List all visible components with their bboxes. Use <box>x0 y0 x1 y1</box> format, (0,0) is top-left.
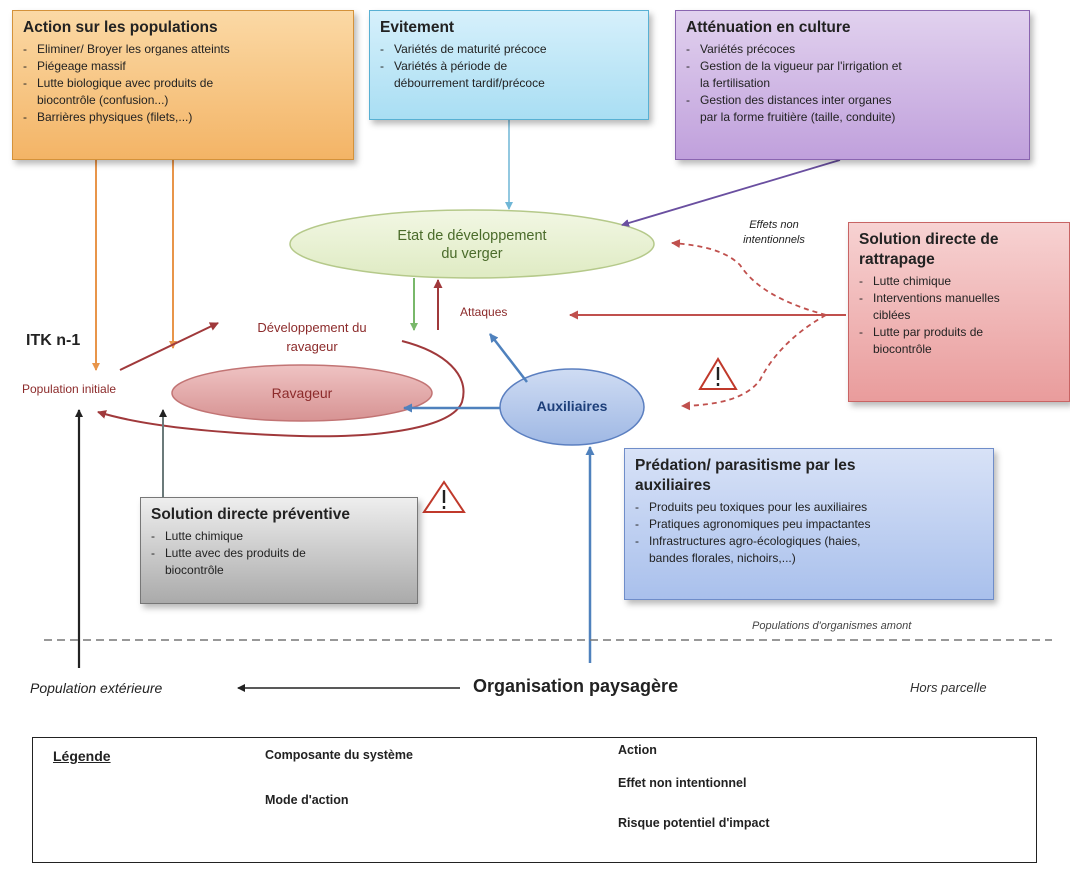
list-item: Lutte biologique avec produits de <box>23 75 343 92</box>
etat-verger-line: du verger <box>441 246 503 262</box>
legend-effet-label: Effet non intentionnel <box>618 776 747 790</box>
legend-composante-label: Composante du système <box>265 748 413 762</box>
box-title-line: auxiliaires <box>635 477 711 494</box>
ravageur-node <box>171 364 433 422</box>
box-attenuation: Atténuation en culture Variétés précoces… <box>675 10 1030 160</box>
list-item: Barrières physiques (filets,...) <box>23 109 343 126</box>
list-item: Variétés à période de <box>380 58 638 75</box>
attaques-label: Attaques <box>460 305 508 319</box>
box-title: Action sur les populations <box>23 19 218 36</box>
list-item: biocontrôle <box>165 563 224 577</box>
legend-mode-label: Mode d'action <box>265 793 349 807</box>
box-title-line: rattrapage <box>859 251 935 268</box>
developpement-label: Développement du ravageur <box>232 318 392 356</box>
organisation-paysagere-label: Organisation paysagère <box>473 676 679 696</box>
list-item: Piégeage massif <box>23 58 343 75</box>
effets-line: Effets non <box>749 219 799 231</box>
developpement-line: Développement du <box>257 320 367 335</box>
list-item: Lutte chimique <box>151 528 407 545</box>
box-title: Atténuation en culture <box>686 19 851 36</box>
list-item: par la forme fruitière (taille, conduite… <box>700 110 896 124</box>
populations-amont-label: Populations d'organismes amont <box>752 620 912 632</box>
legend: Légende Composante du système Mode d'act… <box>32 737 1037 863</box>
warning-triangle-icon <box>698 357 738 390</box>
box-title-line: Solution directe de <box>859 231 999 248</box>
box-predation-parasitisme: Prédation/ parasitisme par les auxiliair… <box>624 448 994 600</box>
box-title-line: Prédation/ parasitisme par les <box>635 457 856 474</box>
ravageur-label: Ravageur <box>271 385 333 401</box>
legend-title: Légende <box>53 748 111 764</box>
list-item: Pratiques agronomiques peu impactantes <box>635 516 983 533</box>
list-item: Gestion des distances inter organes <box>686 92 1019 109</box>
etat-verger-label: Etat de développement du verger <box>372 227 572 263</box>
list-item: Interventions manuelles <box>859 290 1059 307</box>
population-exterieure-label: Population extérieure <box>30 680 163 696</box>
list-item: Infrastructures agro-écologiques (haies, <box>635 533 983 550</box>
box-evitement: Evitement Variétés de maturité précoce V… <box>369 10 649 120</box>
legend-risque-label: Risque potentiel d'impact <box>618 816 770 830</box>
etat-verger-node <box>289 209 655 279</box>
developpement-line: ravageur <box>286 339 338 354</box>
box-title: Evitement <box>380 19 455 36</box>
itk-label: ITK n-1 <box>26 332 81 349</box>
box-solution-rattrapage: Solution directe de rattrapage Lutte chi… <box>848 222 1070 402</box>
list-item: Variétés précoces <box>686 41 1019 58</box>
box-action-populations: Action sur les populations Eliminer/ Bro… <box>12 10 354 160</box>
arrow-population-developpement <box>119 322 219 371</box>
arrow-developpement-loop <box>97 340 465 438</box>
hors-parcelle-label: Hors parcelle <box>910 680 987 695</box>
arrow-auxiliaires-attaques <box>489 333 528 383</box>
dashed-effect-auxiliaires <box>681 314 827 411</box>
etat-verger-line: Etat de développement <box>397 228 547 244</box>
list-item: débourrement tardif/précoce <box>394 76 545 90</box>
box-solution-preventive: Solution directe préventive Lutte chimiq… <box>140 497 418 604</box>
list-item: ciblées <box>873 308 911 322</box>
box-title: Prédation/ parasitisme par les auxiliair… <box>635 456 983 496</box>
list-item: Gestion de la vigueur par l'irrigation e… <box>686 58 1019 75</box>
population-initiale-label: Population initiale <box>22 382 117 396</box>
list-item: Eliminer/ Broyer les organes atteints <box>23 41 343 58</box>
list-item: bandes florales, nichoirs,...) <box>649 551 796 565</box>
dashed-effect-verger <box>671 239 827 316</box>
list-item: biocontrôle (confusion...) <box>37 93 169 107</box>
warning-triangle-icon <box>422 480 466 513</box>
arrow-attenuation <box>621 159 841 227</box>
effets-label: Effets non intentionnels <box>724 218 824 248</box>
list-item: Lutte par produits de <box>859 324 1059 341</box>
list-item: Produits peu toxiques pour les auxiliair… <box>635 499 983 516</box>
box-title: Solution directe de rattrapage <box>859 230 1059 270</box>
effets-line: intentionnels <box>743 234 805 246</box>
list-item: Lutte avec des produits de <box>151 545 407 562</box>
list-item: Variétés de maturité précoce <box>380 41 638 58</box>
legend-action-label: Action <box>618 743 657 757</box>
box-title: Solution directe préventive <box>151 506 350 523</box>
list-item: Lutte chimique <box>859 273 1059 290</box>
list-item: la fertilisation <box>700 76 771 90</box>
auxiliaires-label: Auxiliaires <box>536 398 608 414</box>
list-item: biocontrôle <box>873 342 932 356</box>
